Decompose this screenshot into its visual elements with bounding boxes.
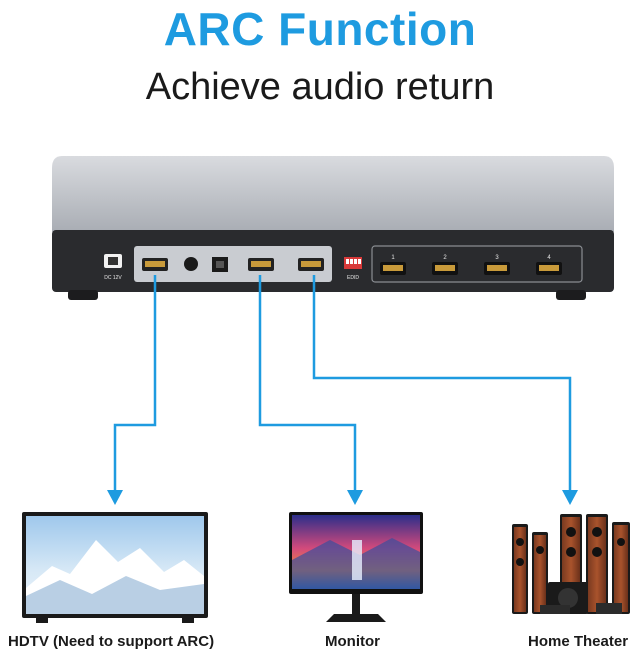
hdmi-port-theater: [298, 258, 324, 271]
monitor-icon: [289, 512, 423, 622]
arrow-down-icon: [347, 490, 363, 505]
edid-dip-switch: [344, 257, 362, 269]
hdmi-port-monitor: [248, 258, 274, 271]
hdmi-output-port-1: [380, 262, 406, 275]
optical-port: [212, 257, 228, 272]
caption-hdtv: HDTV (Need to support ARC): [8, 633, 215, 650]
output-label-4: 4: [547, 255, 551, 261]
output-label-2: 2: [443, 255, 447, 261]
page-title: ARC Function: [163, 3, 477, 55]
audio-jack-icon: [184, 257, 198, 271]
hdmi-output-port-2: [432, 262, 458, 275]
caption-home-theater: Home Theater: [528, 633, 629, 650]
hdmi-port-arc: [142, 258, 168, 271]
home-theater-icon: [512, 514, 630, 614]
arrow-down-icon: [107, 490, 123, 505]
hdmi-output-port-4: [536, 262, 562, 275]
hdtv-icon: [22, 512, 208, 623]
output-label-1: 1: [391, 255, 395, 261]
hdmi-output-port-3: [484, 262, 510, 275]
line-monitor: [258, 275, 357, 492]
hdmi-matrix-device: DC 12V EDID 1 2 3 4: [52, 156, 614, 300]
edid-label: EDID: [347, 275, 359, 281]
arrow-down-icon: [562, 490, 578, 505]
dc-label: DC 12V: [104, 275, 122, 281]
line-home-theater: [312, 275, 572, 492]
arc-line-hdtv: [113, 275, 157, 492]
dc-power-port: [104, 254, 122, 268]
page-subtitle: Achieve audio return: [145, 66, 495, 108]
caption-monitor: Monitor: [325, 633, 380, 650]
output-label-3: 3: [495, 255, 499, 261]
